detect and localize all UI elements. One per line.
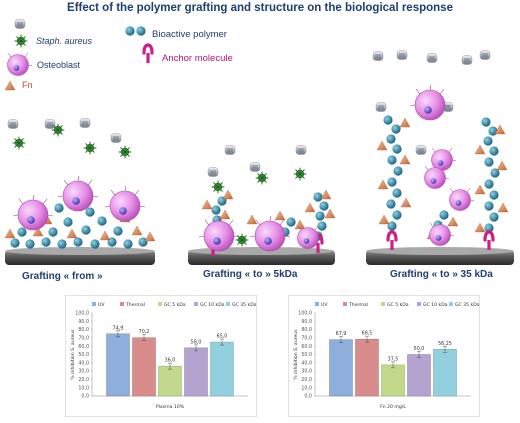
legend-entry-1: Thermal bbox=[125, 302, 145, 308]
data-label-0: 67,9 bbox=[336, 331, 347, 337]
y-tick-label-1: 10,0 bbox=[78, 385, 89, 391]
chart-fn: UV Thermal GC 5 kDa GC 10 kDa GC 35 kDa 0,0 10… bbox=[293, 302, 479, 410]
y-tick-label-1: 10,0 bbox=[301, 385, 312, 391]
bar-thermal bbox=[132, 337, 156, 397]
chart-fn-box: UV Thermal GC 5 kDa GC 10 kDa GC 35 kDa 0,0 10… bbox=[288, 295, 480, 417]
data-label-3: 58,0 bbox=[191, 339, 202, 345]
y-tick-label-0: 0,0 bbox=[304, 394, 312, 400]
legend-entry-2: GC 5 kDa bbox=[387, 302, 409, 308]
legend-drum-icon bbox=[14, 19, 26, 29]
y-tick-label-9: 90,0 bbox=[78, 319, 89, 325]
y-tick-label-8: 80,0 bbox=[301, 327, 312, 333]
bar-uv bbox=[329, 339, 353, 397]
data-label-1: 68,5 bbox=[362, 331, 373, 337]
panel2-osteoblasts bbox=[198, 215, 323, 252]
bar-gc-10-kda bbox=[184, 347, 208, 397]
y-tick-label-10: 100,0 bbox=[298, 311, 312, 317]
caption-grafting-to-35kda: Grafting « to » 35 kDa bbox=[390, 269, 493, 280]
legend-entry-3: GC 10 kDa bbox=[200, 302, 225, 308]
legend-swatch-4 bbox=[226, 302, 230, 306]
page-title: Effect of the polymer grafting and struc… bbox=[67, 2, 453, 14]
bar-thermal bbox=[355, 338, 379, 397]
bar-gc-10-kda bbox=[407, 354, 431, 397]
legend-fn-icon bbox=[4, 80, 16, 91]
legend-entry-0: UV bbox=[98, 302, 105, 308]
bar-gc-35-kda bbox=[210, 341, 234, 397]
y-tick-label-5: 50,0 bbox=[78, 352, 89, 358]
x-axis-label: Plasma 10% bbox=[156, 404, 185, 410]
data-label-2: 37,5 bbox=[388, 356, 399, 362]
y-tick-label-3: 30,0 bbox=[78, 369, 89, 375]
bar-uv bbox=[106, 333, 130, 397]
data-label-0: 74,9 bbox=[113, 325, 124, 331]
y-tick-label-9: 90,0 bbox=[301, 319, 312, 325]
legend-entry-1: Thermal bbox=[348, 302, 368, 308]
legend-label-polymer: Bioactive polymer bbox=[152, 29, 227, 40]
y-tick-label-6: 60,0 bbox=[78, 344, 89, 350]
legend-swatch-2 bbox=[381, 302, 385, 306]
panel3-substrate bbox=[366, 247, 514, 265]
bar-gc-5-kda bbox=[158, 365, 182, 397]
legend-swatch-0 bbox=[315, 302, 319, 306]
bar-gc-5-kda bbox=[381, 364, 405, 397]
y-tick-label-3: 30,0 bbox=[301, 369, 312, 375]
legend-label-osteoblast: Osteoblast bbox=[37, 60, 81, 70]
legend-staph-icon bbox=[14, 34, 28, 48]
y-tick-label-0: 0,0 bbox=[81, 394, 89, 400]
legend-entry-3: GC 10 kDa bbox=[423, 302, 448, 308]
data-label-2: 36,0 bbox=[165, 358, 176, 364]
legend-swatch-4 bbox=[449, 302, 453, 306]
panel3-osteoblasts bbox=[409, 84, 475, 246]
legend-anchor-icon bbox=[142, 43, 154, 65]
y-tick-label-2: 20,0 bbox=[78, 377, 89, 383]
data-label-3: 50,0 bbox=[414, 346, 425, 352]
y-tick-label-2: 20,0 bbox=[301, 377, 312, 383]
legend-swatch-3 bbox=[194, 302, 198, 306]
legend-entry-0: UV bbox=[321, 302, 328, 308]
caption-grafting-to-5kda: Grafting « to » 5kDa bbox=[203, 269, 298, 280]
y-tick-label-8: 80,0 bbox=[78, 327, 89, 333]
y-tick-label-7: 70,0 bbox=[78, 336, 89, 342]
panel1-substrate bbox=[5, 247, 155, 265]
chart-plasma: UV Thermal GC 5 kDa GC 10 kDa GC 35 kDa 0,0 10… bbox=[70, 302, 256, 410]
legend-entry-2: GC 5 kDa bbox=[164, 302, 186, 308]
y-axis-label: % inhibition S. aureus bbox=[293, 329, 299, 380]
legend-entry-4: GC 35 kDa bbox=[232, 302, 256, 308]
data-label-4: 65,0 bbox=[217, 334, 228, 340]
legend-polymer-icon bbox=[125, 26, 146, 36]
legend-label-fn: Fn bbox=[22, 80, 33, 90]
y-tick-label-4: 40,0 bbox=[301, 360, 312, 366]
legend-label-anchor: Anchor molecule bbox=[162, 53, 233, 64]
data-label-4: 56,25 bbox=[438, 341, 452, 347]
y-tick-label-10: 100,0 bbox=[75, 311, 89, 317]
legend-swatch-1 bbox=[343, 302, 347, 306]
bar-gc-35-kda bbox=[433, 349, 457, 397]
grafting-illustration bbox=[4, 19, 514, 265]
y-tick-label-5: 50,0 bbox=[301, 352, 312, 358]
y-tick-label-4: 40,0 bbox=[78, 360, 89, 366]
panel1-free-bacteria bbox=[7, 118, 132, 159]
y-tick-label-7: 70,0 bbox=[301, 336, 312, 342]
x-axis-label: Fn 20 mg/L bbox=[380, 404, 406, 410]
legend-swatch-1 bbox=[120, 302, 124, 306]
legend-swatch-2 bbox=[158, 302, 162, 306]
legend-osteoblast-icon bbox=[7, 52, 33, 76]
y-tick-label-6: 60,0 bbox=[301, 344, 312, 350]
y-axis-label: % inhibition S. aureus bbox=[70, 329, 76, 380]
legend-swatch-3 bbox=[417, 302, 421, 306]
caption-grafting-from: Grafting « from » bbox=[22, 271, 103, 282]
legend-swatch-0 bbox=[92, 302, 96, 306]
data-label-1: 70,2 bbox=[139, 329, 150, 335]
chart-plasma-box: UV Thermal GC 5 kDa GC 10 kDa GC 35 kDa 0,0 10… bbox=[65, 295, 257, 417]
panel2-substrate bbox=[188, 247, 335, 265]
legend-entry-4: GC 35 kDa bbox=[455, 302, 479, 308]
legend-label-staph: Staph. aureus bbox=[36, 36, 93, 46]
